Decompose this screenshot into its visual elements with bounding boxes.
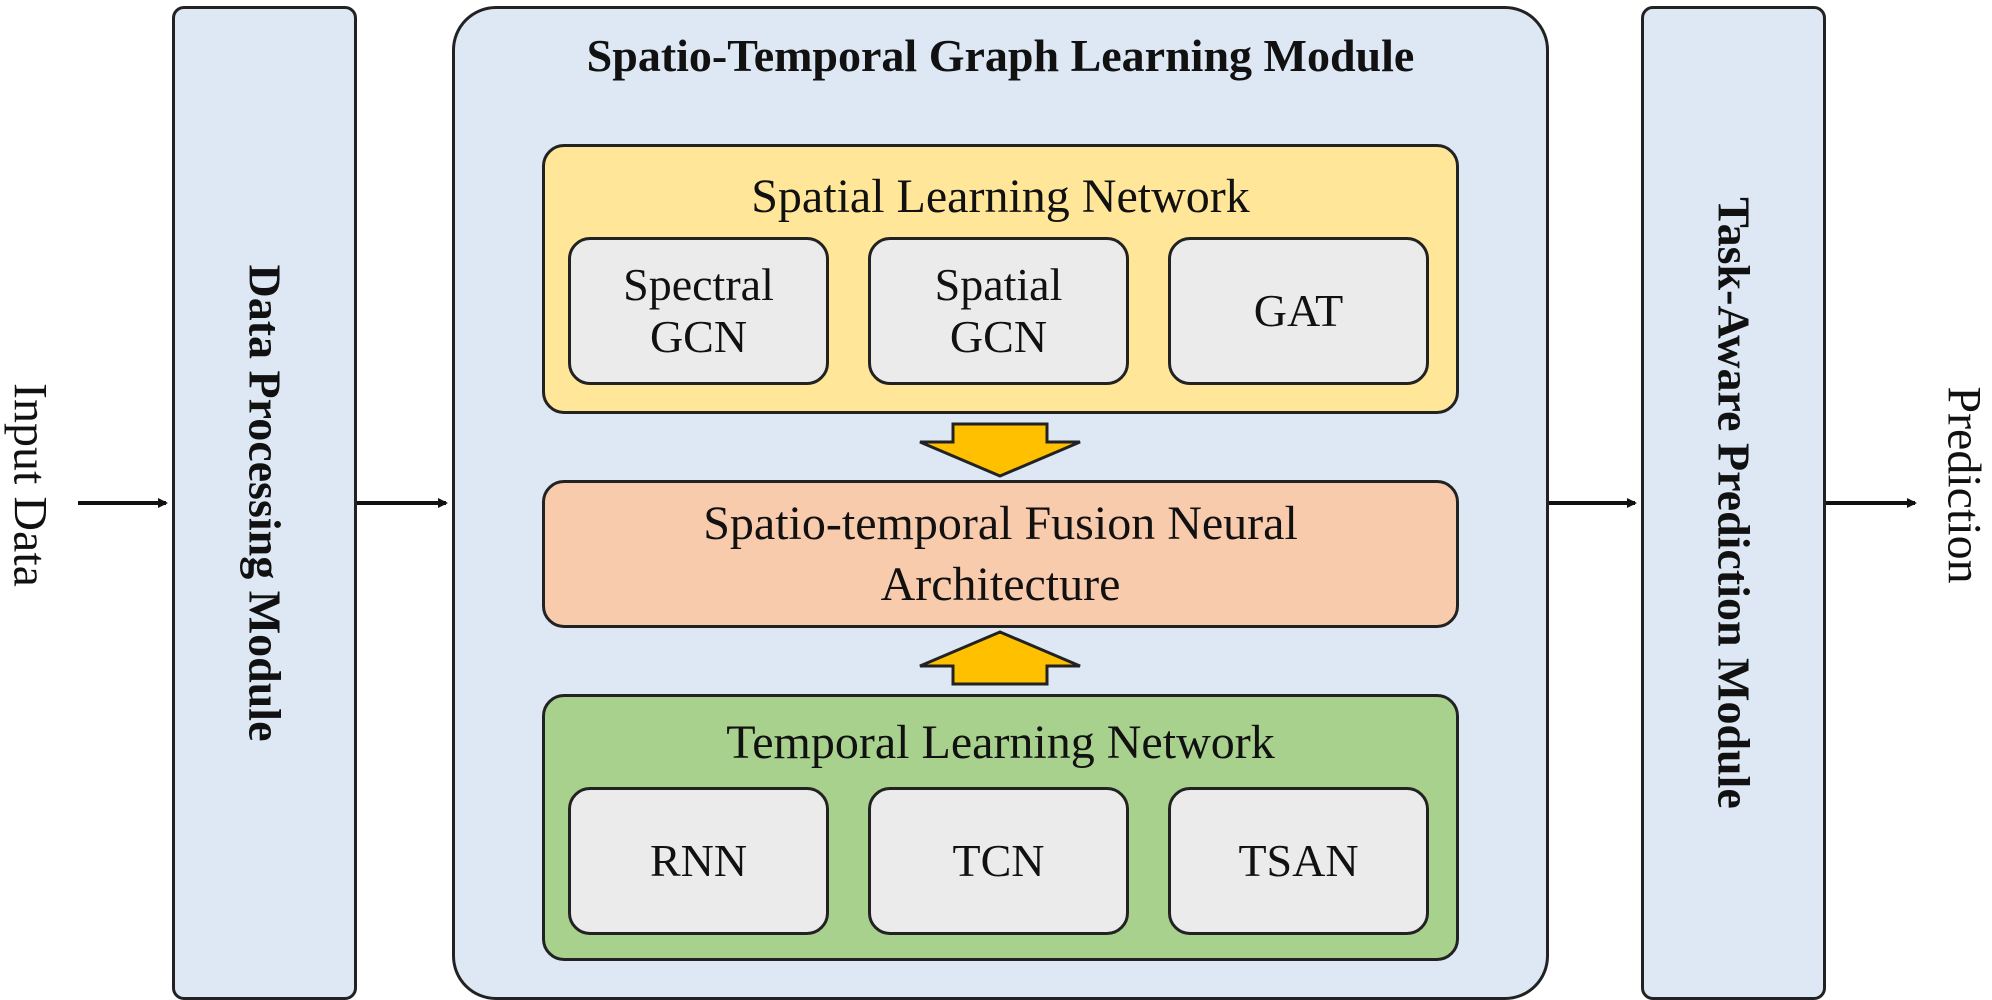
temporal-learning-network-title: Temporal Learning Network [726, 716, 1275, 769]
rnn-label: RNN [649, 835, 748, 887]
data-processing-label: Data Processing Module [239, 264, 290, 742]
spectral-gcn-line1: Spectral [623, 259, 774, 311]
spatial-learning-network-title: Spatial Learning Network [751, 170, 1250, 223]
rnn-box: RNN [568, 787, 829, 935]
task-aware-prediction-label: Task-Aware Prediction Module [1708, 197, 1759, 809]
spectral-gcn-line2: GCN [649, 311, 748, 362]
tcn-box: TCN [868, 787, 1129, 935]
input-data-label: Input Data [3, 383, 57, 587]
temporal-to-fusion-arrow [919, 630, 1081, 686]
fusion-line1: Spatio-temporal Fusion Neural [703, 496, 1298, 550]
spectral-gcn-box: Spectral GCN [568, 237, 829, 385]
gat-label: GAT [1253, 285, 1344, 337]
prediction-label: Prediction [1937, 386, 1991, 584]
spatio-temporal-module-title: Spatio-Temporal Graph Learning Module [586, 30, 1415, 81]
spatial-gcn-line2: GCN [949, 311, 1048, 362]
tsan-label: TSAN [1238, 835, 1359, 887]
tcn-label: TCN [952, 835, 1045, 887]
task-aware-prediction-module: Task-Aware Prediction Module [1641, 6, 1826, 1000]
fusion-line2: Architecture [880, 558, 1121, 611]
gat-box: GAT [1168, 237, 1429, 385]
data-processing-module: Data Processing Module [172, 6, 357, 1000]
spatio-temporal-fusion-architecture: Spatio-temporal Fusion Neural Architectu… [542, 480, 1459, 628]
spatial-gcn-line1: Spatial [934, 259, 1063, 311]
spatial-to-fusion-arrow [919, 422, 1081, 478]
tsan-box: TSAN [1168, 787, 1429, 935]
spatial-gcn-box: Spatial GCN [868, 237, 1129, 385]
